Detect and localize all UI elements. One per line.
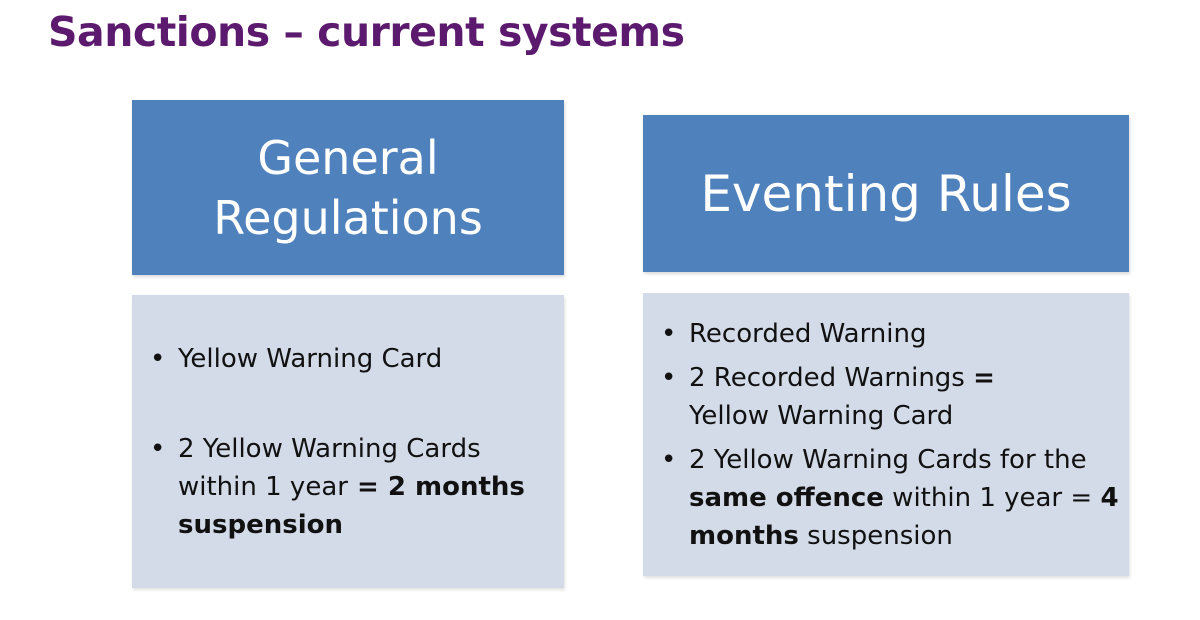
eventing-item-two-warnings: 2 Recorded Warnings = Yellow Warning Card [661,359,1129,435]
eventing-item2-rest: Yellow Warning Card [689,400,954,431]
eventing-item-recorded-warning: Recorded Warning [661,315,1129,353]
eventing-item3-post: suspension [798,520,953,551]
eventing-item3-pre: 2 Yellow Warning Cards for the [689,444,1087,475]
eventing-item3-mid: within 1 year = [883,482,1101,513]
general-item2-equals: = [347,471,388,502]
general-item2-text: 2 Yellow Warning Cards within 1 year [178,433,481,502]
eventing-item3-bold1: same offence [689,482,884,513]
slide-title: Sanctions – current systems [48,8,685,56]
general-list: Yellow Warning Card 2 Yellow Warning Car… [132,340,564,544]
eventing-item2-text: 2 Recorded Warnings [689,362,974,393]
general-item-yellow-card: Yellow Warning Card [150,340,564,378]
general-item2-bold: 2 months suspension [178,471,525,540]
general-item1-text: Yellow Warning Card [178,343,443,374]
general-header-line2: Regulations [213,190,483,245]
eventing-list: Recorded Warning 2 Recorded Warnings = Ye… [643,315,1129,555]
general-regulations-body: Yellow Warning Card 2 Yellow Warning Car… [132,295,564,588]
eventing-rules-header: Eventing Rules [643,115,1129,272]
general-header-line1: General [257,130,439,185]
general-item-two-cards: 2 Yellow Warning Cards within 1 year = 2… [150,430,564,544]
eventing-rules-body: Recorded Warning 2 Recorded Warnings = Ye… [643,293,1129,576]
general-regulations-header: General Regulations [132,100,564,275]
eventing-item2-equals: = [973,362,995,393]
eventing-header-text: Eventing Rules [700,164,1072,223]
eventing-item3-bold2: 4 months [689,482,1119,551]
eventing-item-two-cards: 2 Yellow Warning Cards for the same offe… [661,441,1129,555]
eventing-item1-text: Recorded Warning [689,318,927,349]
